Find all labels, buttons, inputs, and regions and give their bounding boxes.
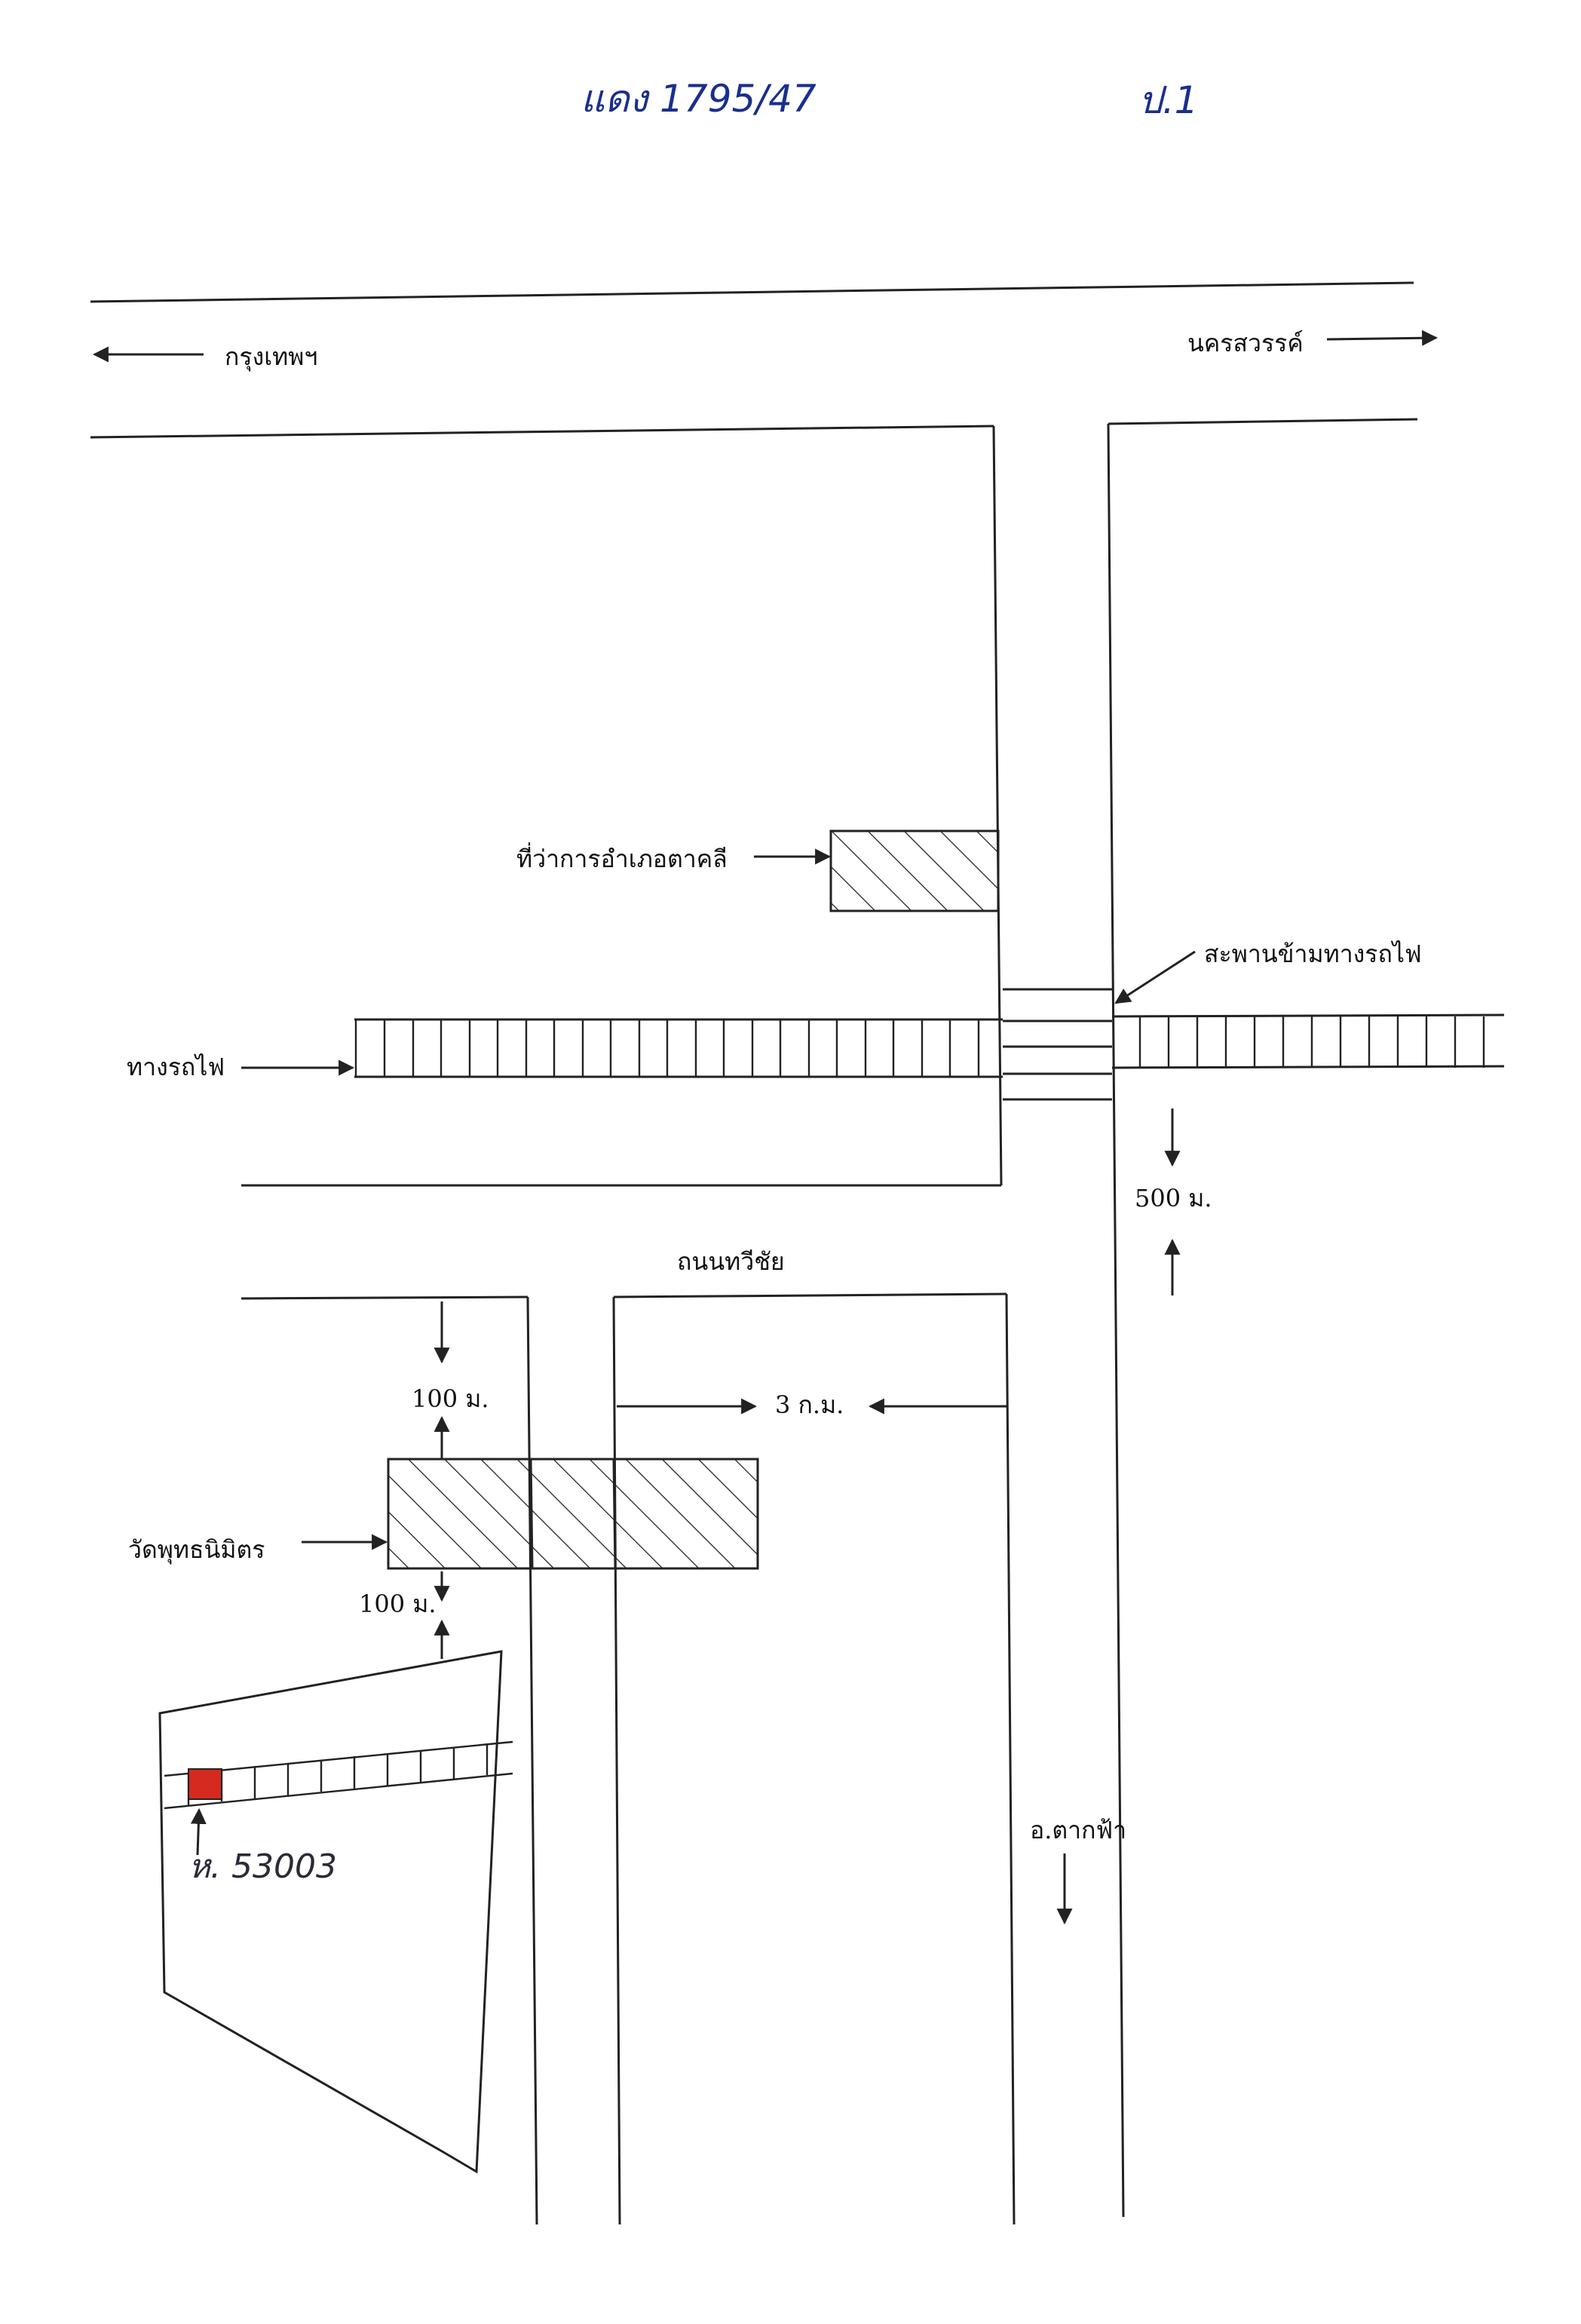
railway-label: ทางรถไฟ xyxy=(127,1053,225,1081)
railway-bridge xyxy=(1003,988,1112,1101)
railway-ties-west xyxy=(354,1019,980,1077)
distance-100-top-label: 100 ม. xyxy=(412,1384,489,1413)
direction-bangkok: กรุงเทพฯ xyxy=(225,342,317,372)
railway-ties-east xyxy=(1138,1016,1485,1068)
railway-bridge-arrow xyxy=(1114,950,1196,1004)
nakhon-sawan-arrow xyxy=(1326,330,1439,346)
direction-nakhon-sawan: นครสวรรค์ xyxy=(1187,329,1304,357)
plot-number-label: ห. 53003 xyxy=(188,1847,337,1886)
distance-100-bottom-label: 100 ม. xyxy=(359,1590,437,1618)
document-reference: แดง 1795/47 xyxy=(581,77,817,121)
housing-plot xyxy=(158,1650,513,2174)
distance-3km-label: 3 ก.ม. xyxy=(775,1390,844,1419)
railway-bridge-label: สะพานข้ามทางรถไฟ xyxy=(1204,940,1422,968)
road-thawi-chai xyxy=(241,1292,1016,2225)
temple-block xyxy=(387,1458,759,1570)
unit-row xyxy=(187,1743,489,1805)
district-office-label: ที่ว่าการอำเภอตาคลี xyxy=(516,842,728,873)
distance-500-label: 500 ม. xyxy=(1135,1184,1212,1213)
main-road-vertical xyxy=(241,423,1125,2218)
highlighted-unit xyxy=(188,1768,222,1800)
direction-tak-fa: อ.ตากฟ้า xyxy=(1030,1816,1126,1844)
road-thawi-chai-label: ถนนทวีชัย xyxy=(677,1247,785,1276)
railway-track-east xyxy=(1111,1013,1505,1069)
railway-track-west xyxy=(354,1018,1003,1078)
page-mark: ป.1 xyxy=(1138,78,1198,122)
highlighted-unit-arrow xyxy=(190,1807,207,1856)
district-office-block xyxy=(829,829,1000,912)
main-highway xyxy=(90,281,1418,439)
temple-label: วัดพุทธนิมิตร xyxy=(128,1535,265,1565)
